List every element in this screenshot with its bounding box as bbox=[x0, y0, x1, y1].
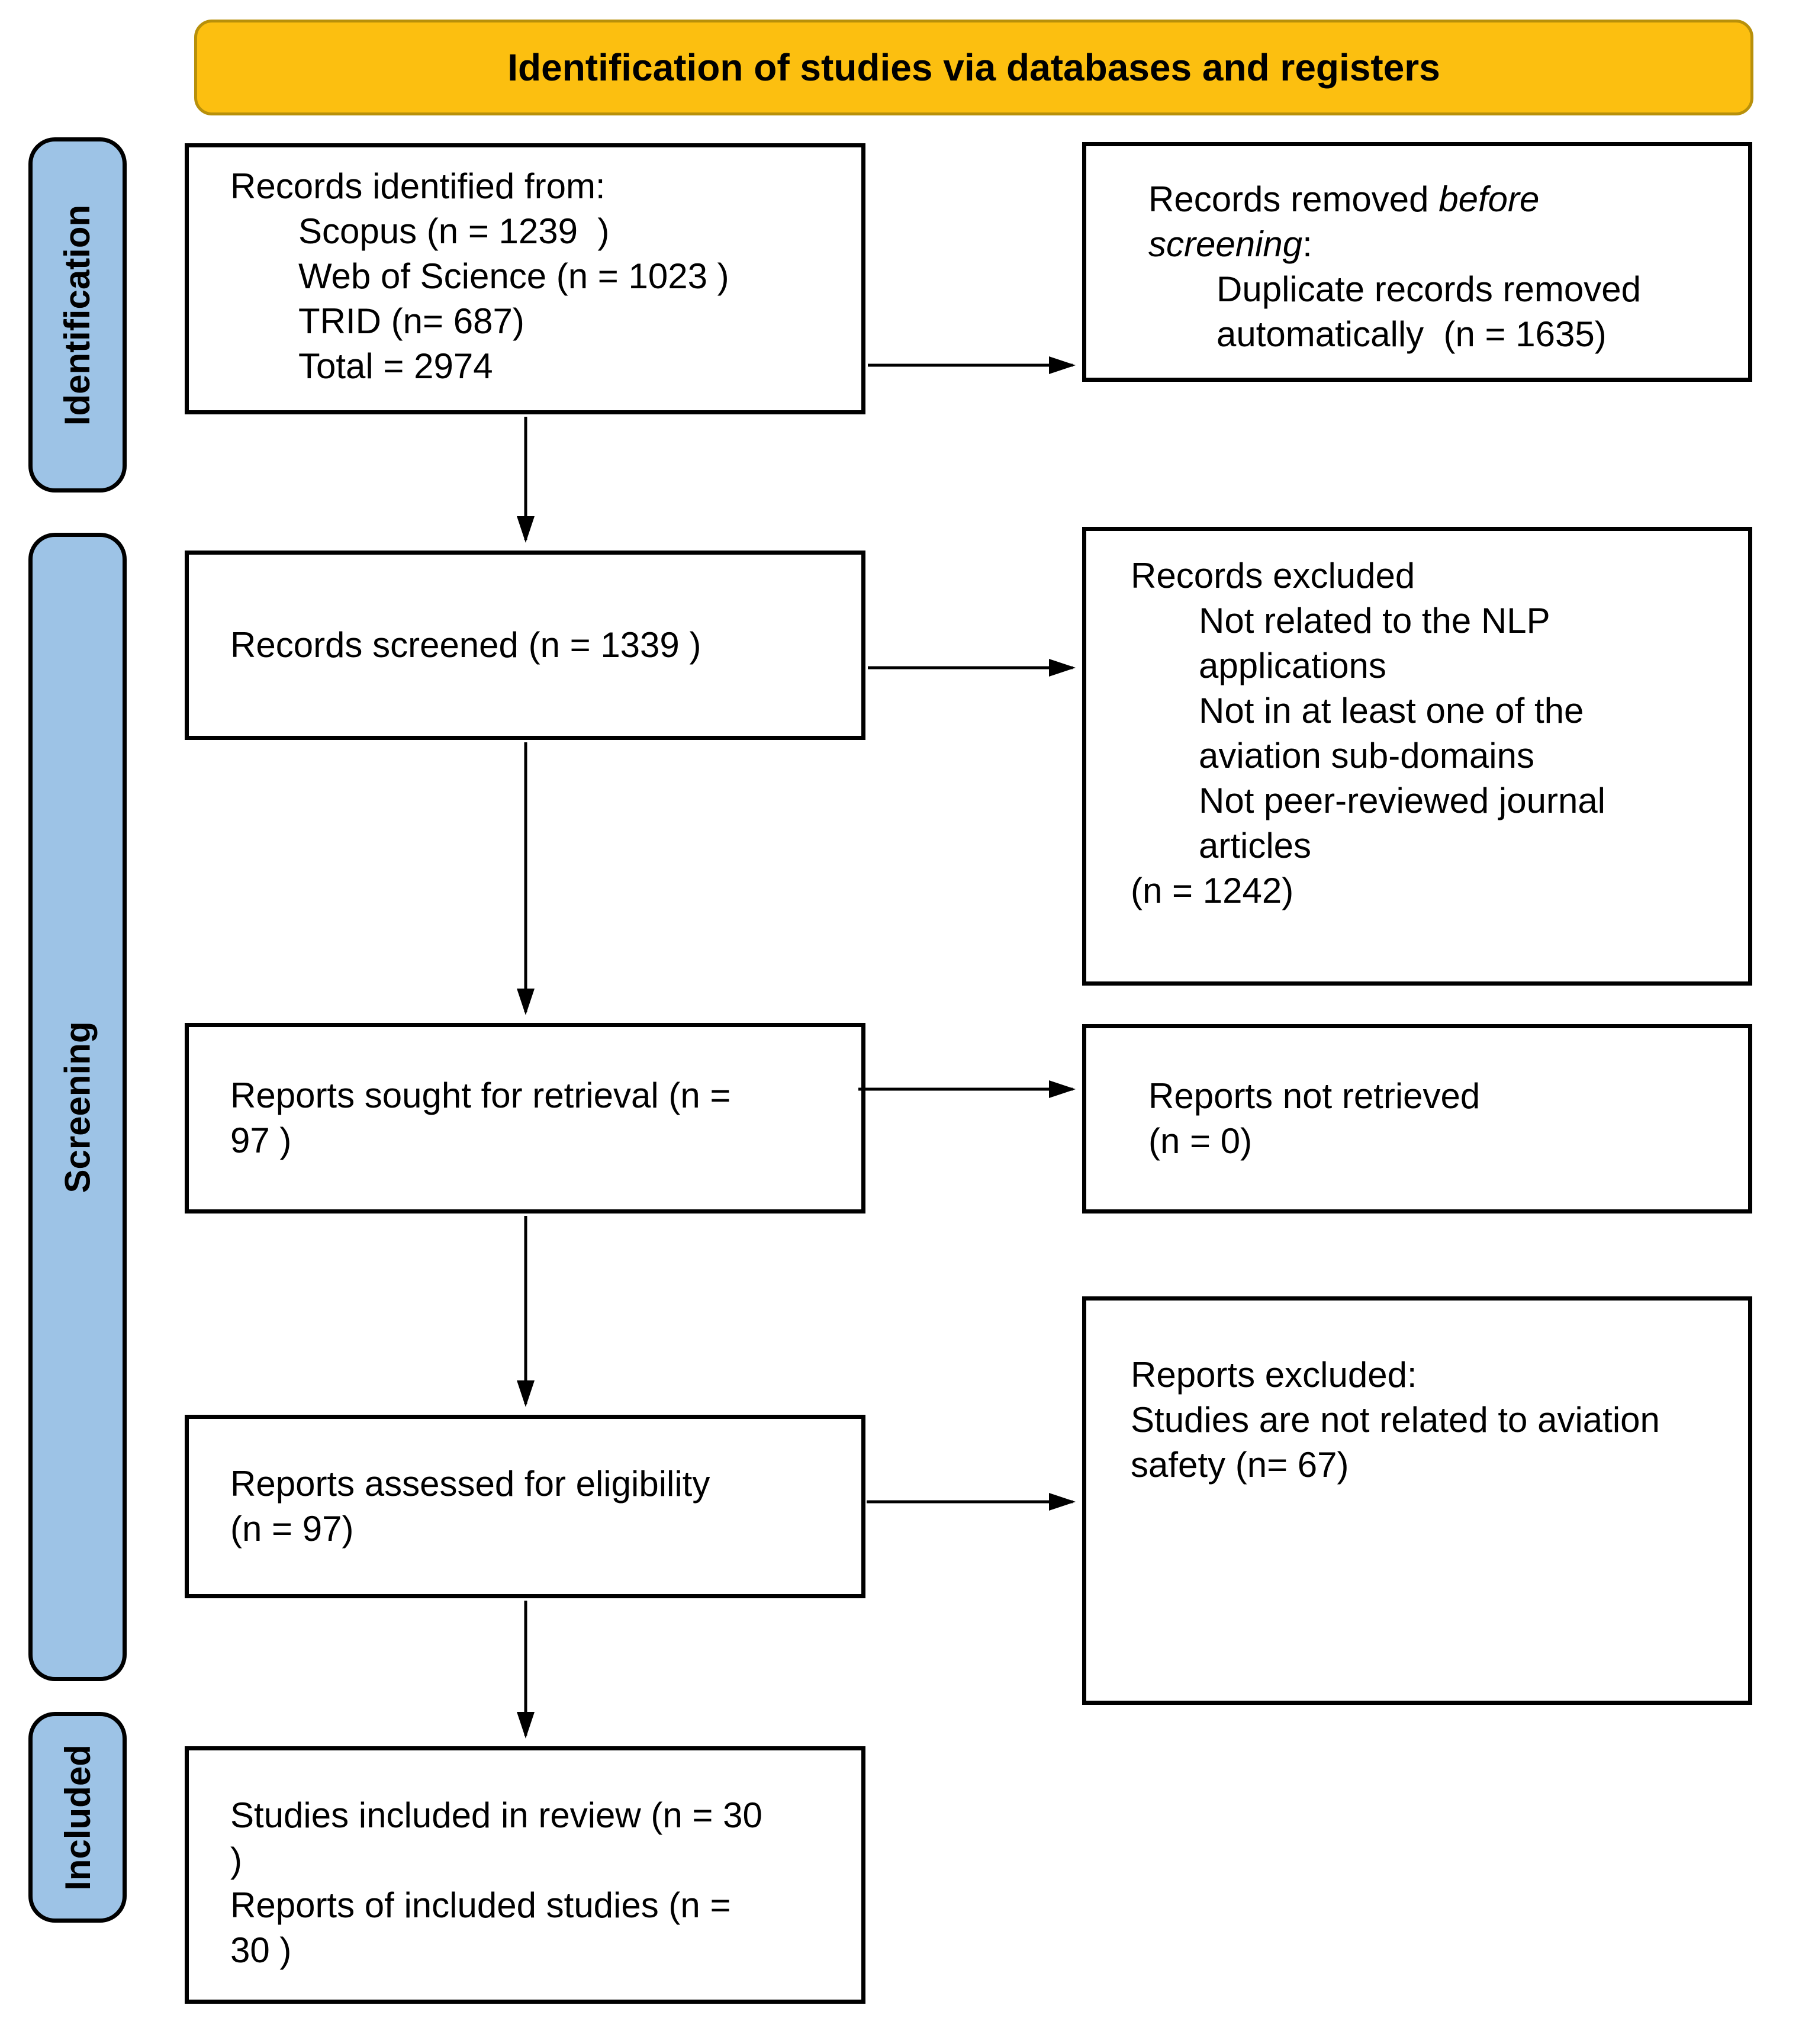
box-line: Reports of included studies (n = bbox=[230, 1885, 731, 1925]
box-line-text-italic: before bbox=[1438, 179, 1540, 219]
stage-label-identification-text: Identification bbox=[57, 204, 98, 426]
box-records-screened: Records screened (n = 1339 ) bbox=[185, 551, 865, 740]
box-line: (n = 0) bbox=[1148, 1121, 1253, 1161]
stage-label-identification: Identification bbox=[28, 137, 127, 493]
box-reports-excluded: Reports excluded: Studies are not relate… bbox=[1082, 1296, 1752, 1705]
box-line: Records excluded bbox=[1131, 556, 1415, 596]
box-line: screening: bbox=[1148, 222, 1736, 267]
box-line: articles bbox=[1199, 826, 1312, 865]
box-line: Not related to the NLP bbox=[1199, 601, 1550, 640]
box-line: aviation sub-domains bbox=[1199, 736, 1534, 775]
box-line: safety (n= 67) bbox=[1131, 1445, 1349, 1485]
box-records-identified: Records identified from: Scopus (n = 123… bbox=[185, 143, 865, 414]
box-line: Studies included in review (n = 30 bbox=[230, 1795, 762, 1835]
box-line: Records removed before bbox=[1148, 177, 1736, 222]
box-line: Not peer-reviewed journal bbox=[1199, 781, 1606, 820]
box-line: Reports assessed for eligibility bbox=[230, 1464, 710, 1504]
box-line-text: Records removed bbox=[1148, 179, 1439, 219]
header-title: Identification of studies via databases … bbox=[507, 46, 1440, 89]
box-reports-sought: Reports sought for retrieval (n = 97 ) bbox=[185, 1023, 865, 1213]
box-records-excluded: Records excluded Not related to the NLP … bbox=[1082, 527, 1752, 986]
stage-label-included-text: Included bbox=[57, 1744, 98, 1891]
box-records-removed-before-screening: Records removed before screening: Duplic… bbox=[1082, 142, 1752, 382]
box-line: applications bbox=[1199, 646, 1386, 685]
box-line: 30 ) bbox=[230, 1930, 292, 1970]
box-line: Total = 2974 bbox=[298, 346, 493, 386]
stage-label-screening: Screening bbox=[28, 533, 127, 1681]
box-line: Reports not retrieved bbox=[1148, 1076, 1481, 1116]
stage-label-included: Included bbox=[28, 1712, 127, 1923]
box-line: 97 ) bbox=[230, 1121, 292, 1160]
box-line: Records screened (n = 1339 ) bbox=[230, 625, 701, 665]
box-line: Not in at least one of the bbox=[1199, 691, 1584, 730]
box-line: Scopus (n = 1239 ) bbox=[298, 211, 610, 251]
box-line: (n = 97) bbox=[230, 1509, 354, 1549]
box-line: TRID (n= 687) bbox=[298, 301, 524, 341]
box-line: automatically (n = 1635) bbox=[1217, 314, 1607, 354]
box-reports-not-retrieved: Reports not retrieved (n = 0) bbox=[1082, 1024, 1752, 1213]
stage-label-screening-text: Screening bbox=[57, 1021, 98, 1193]
header-banner: Identification of studies via databases … bbox=[194, 20, 1753, 115]
box-line: ) bbox=[230, 1840, 242, 1880]
box-line: Web of Science (n = 1023 ) bbox=[298, 256, 729, 296]
box-line: (n = 1242) bbox=[1131, 871, 1294, 910]
box-line: Reports sought for retrieval (n = bbox=[230, 1076, 731, 1115]
box-line: Records identified from: bbox=[230, 166, 606, 206]
box-line-text: : bbox=[1302, 224, 1312, 264]
box-line-text-italic: screening bbox=[1148, 224, 1303, 264]
box-studies-included: Studies included in review (n = 30 ) Rep… bbox=[185, 1746, 865, 2004]
box-line: Duplicate records removed bbox=[1217, 269, 1641, 309]
box-reports-assessed: Reports assessed for eligibility (n = 97… bbox=[185, 1415, 865, 1598]
box-line: Studies are not related to aviation bbox=[1131, 1400, 1660, 1440]
box-line: Reports excluded: bbox=[1131, 1355, 1417, 1395]
